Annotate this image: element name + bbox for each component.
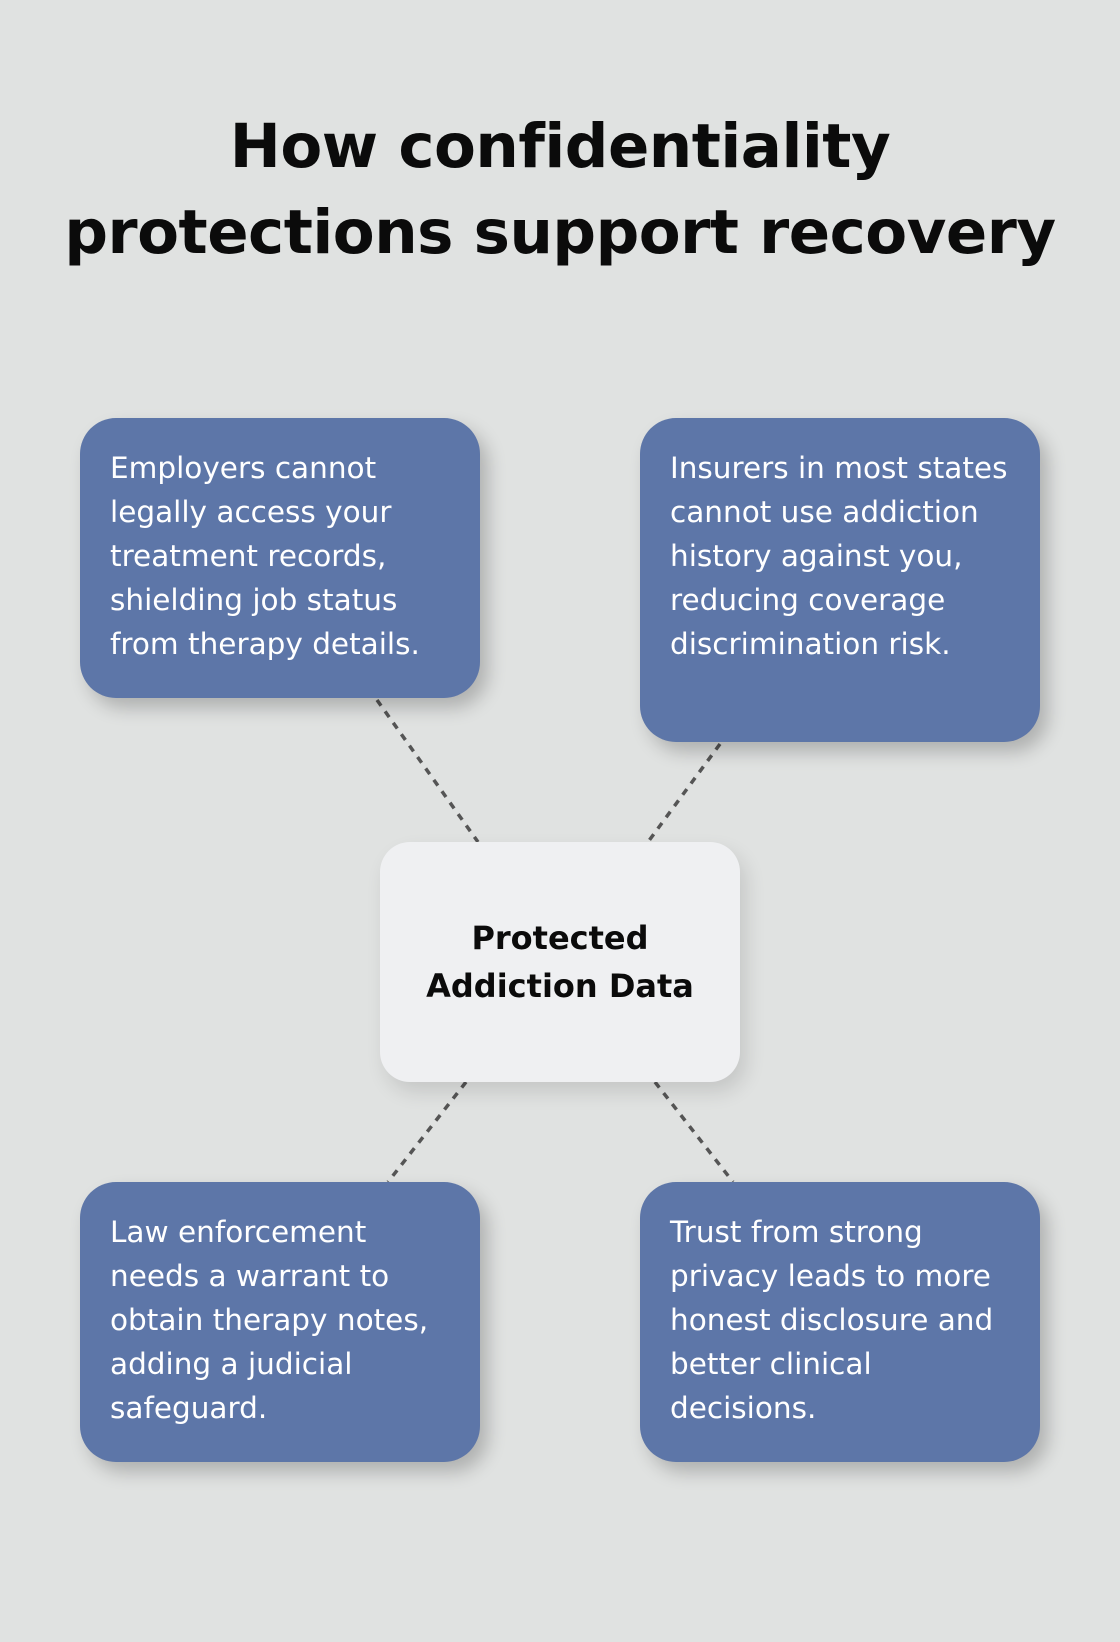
page-title: How confidentiality protections support … — [0, 104, 1120, 276]
title-line-1: How confidentiality — [229, 111, 891, 182]
center-line-2: Addiction Data — [426, 967, 694, 1005]
node-law-enforcement: Law enforcement needs a warrant to obtai… — [80, 1182, 480, 1462]
connector-top-right — [646, 742, 722, 844]
center-node: Protected Addiction Data — [380, 842, 740, 1082]
node-trust: Trust from strong privacy leads to more … — [640, 1182, 1040, 1462]
connector-bottom-left — [386, 1080, 468, 1184]
node-insurers: Insurers in most states cannot use addic… — [640, 418, 1040, 742]
center-line-1: Protected — [471, 919, 649, 957]
node-employers: Employers cannot legally access your tre… — [80, 418, 480, 698]
connector-bottom-right — [653, 1080, 735, 1184]
title-line-2: protections support recovery — [64, 197, 1056, 268]
connector-top-left — [375, 698, 480, 844]
